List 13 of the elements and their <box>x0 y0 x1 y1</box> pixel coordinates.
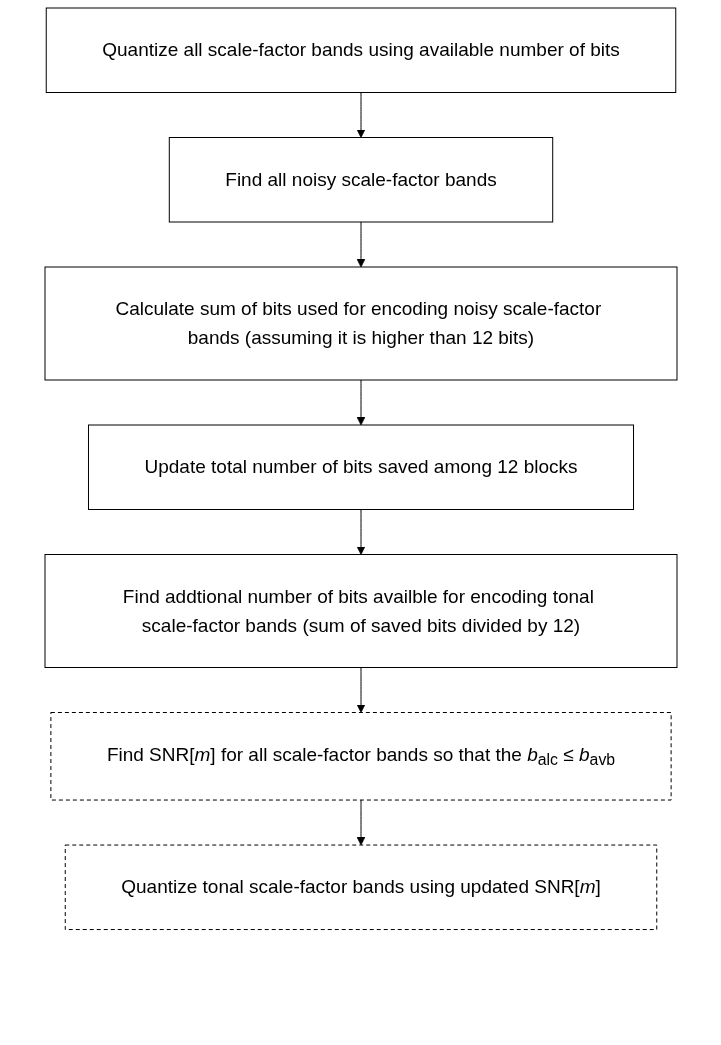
arrow <box>356 667 365 713</box>
node-box: Quantize tonal scale-factor bands using updated SNR[m] <box>64 844 657 931</box>
arrow <box>356 379 365 426</box>
node-box: Update total number of bits saved among 12 blocks <box>87 424 634 510</box>
node-box: Find addtional number of bits availble for encoding tonal scale-factor bands (sum of saved bits divided by 12) <box>44 554 677 668</box>
arrow <box>356 509 365 555</box>
node-box: Find SNR[m] for all scale-factor bands so that the b$_{alc}$ ≤ b$_{avb}$ <box>49 712 672 801</box>
arrow <box>356 799 365 846</box>
node-box: Calculate sum of bits used for encoding noisy scale-factor bands (assuming it is higher than 12 bits) <box>44 266 677 381</box>
arrow <box>356 221 365 268</box>
node-box: Quantize all scale-factor bands using available number of bits <box>45 7 676 93</box>
node-box: Find all noisy scale-factor bands <box>168 137 553 223</box>
arrow <box>356 92 365 138</box>
